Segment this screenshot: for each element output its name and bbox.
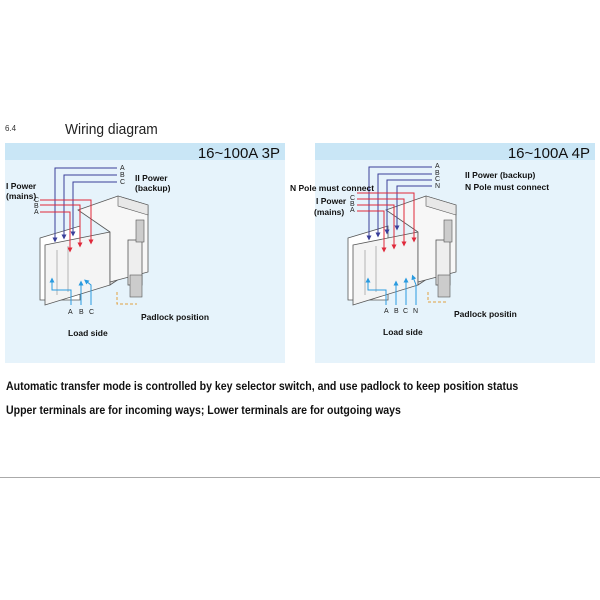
- phase-label: C: [120, 179, 125, 186]
- padlock-indicator: [427, 292, 448, 303]
- load-wires: [49, 277, 92, 305]
- note-transfer-mode: Automatic transfer mode is controlled by…: [6, 379, 519, 393]
- phase-label: C: [350, 195, 355, 202]
- phase-label: A: [435, 163, 440, 170]
- load-side-label: Load side: [383, 327, 423, 337]
- backup-wires: [52, 167, 117, 243]
- phase-label: B: [34, 203, 39, 210]
- phase-label: A: [34, 209, 39, 216]
- padlock-indicator: [116, 292, 137, 305]
- note-terminals: Upper terminals are for incoming ways; L…: [6, 403, 401, 417]
- panel-3p: 16~100A 3P A B C C B A I Power (mains) I…: [5, 143, 285, 363]
- backup-label: (backup): [135, 183, 171, 193]
- load-side-label: Load side: [68, 328, 108, 338]
- mains-label: I Power: [6, 181, 37, 191]
- phase-label: B: [394, 308, 399, 315]
- divider: [0, 477, 600, 478]
- backup-label: II Power (backup): [465, 170, 536, 180]
- padlock-label: Padlock position: [141, 312, 209, 322]
- panel-header: [5, 143, 285, 160]
- mains-label: (mains): [6, 191, 36, 201]
- page-title: Wiring diagram: [65, 121, 158, 138]
- n-pole-label: N Pole must connect: [465, 182, 549, 192]
- phase-label: A: [350, 207, 355, 214]
- panel-header: [315, 143, 595, 160]
- phase-label: B: [350, 201, 355, 208]
- padlock-label: Padlock positin: [454, 309, 517, 319]
- panel-4p-header: 16~100A 4P: [508, 145, 590, 162]
- phase-label: N: [413, 308, 418, 315]
- section-number: 6.4: [5, 124, 17, 133]
- backup-label: II Power: [135, 173, 168, 183]
- phase-label: B: [120, 172, 125, 179]
- mains-label: I Power: [316, 196, 347, 206]
- phase-label: C: [89, 309, 94, 316]
- phase-label: B: [435, 170, 440, 177]
- phase-label: N: [435, 183, 440, 190]
- wiring-diagrams: 16~100A 3P A B C C B A I Power (mains) I…: [5, 143, 595, 363]
- phase-label: B: [79, 309, 84, 316]
- phase-label: C: [403, 308, 408, 315]
- backup-wires: [366, 166, 432, 241]
- load-wires: [365, 274, 417, 305]
- phase-label: C: [34, 197, 39, 204]
- phase-label: A: [384, 308, 389, 315]
- phase-label: A: [68, 309, 73, 316]
- mains-wires: [40, 199, 94, 253]
- mains-label: (mains): [314, 207, 344, 217]
- n-pole-label: N Pole must connect: [290, 183, 374, 193]
- mains-wires: [357, 192, 417, 253]
- panel-3p-header: 16~100A 3P: [198, 145, 280, 162]
- panel-4p: 16~100A 4P A B C N C B A N Pole must con…: [290, 143, 595, 363]
- phase-label: A: [120, 165, 125, 172]
- phase-label: C: [435, 176, 440, 183]
